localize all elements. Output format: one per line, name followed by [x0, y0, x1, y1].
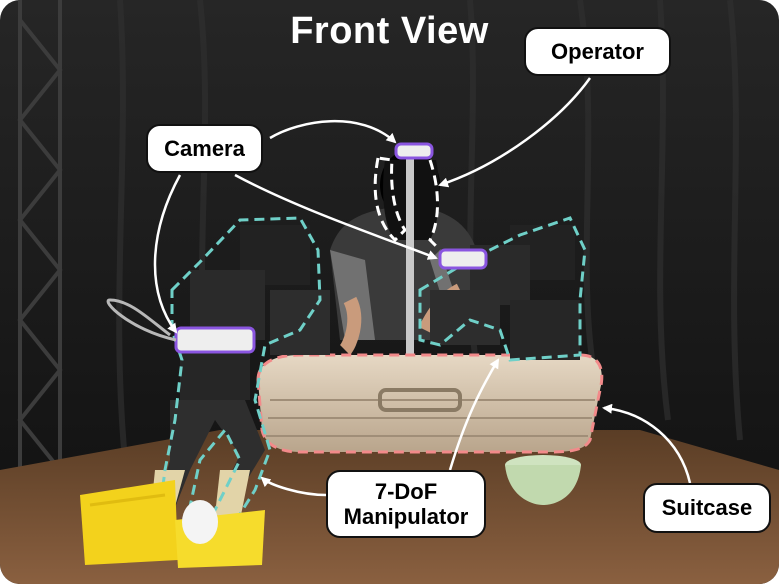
camera-label: Camera	[146, 124, 263, 173]
operator-label: Operator	[524, 27, 671, 76]
green-bowl	[505, 455, 581, 505]
camera-cable	[106, 298, 177, 342]
suitcase-shape	[256, 353, 604, 454]
camera-pole	[406, 150, 414, 380]
right-manipulator	[418, 216, 587, 362]
figure-title: Front View	[290, 10, 489, 52]
suitcase-label: Suitcase	[643, 483, 771, 533]
wrist-camera-left	[174, 326, 256, 354]
annotation-arrows	[153, 77, 692, 497]
wrist-camera-right	[438, 248, 488, 270]
manipulator-label: 7-DoF Manipulator	[326, 470, 486, 538]
overhead-camera	[394, 142, 434, 160]
egg-carton	[80, 480, 265, 568]
